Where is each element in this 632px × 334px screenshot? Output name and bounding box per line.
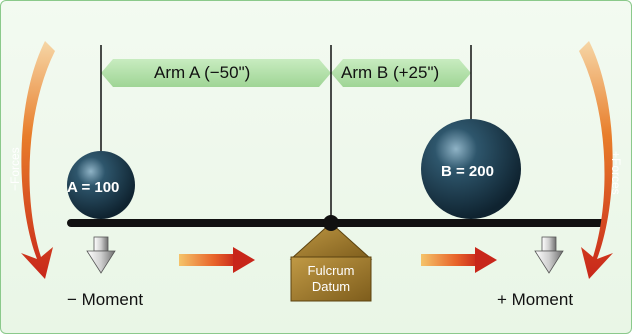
weight-a-sphere <box>67 151 135 219</box>
positive-forces-label: +Forces <box>609 151 623 195</box>
down-arrow-icon-right <box>534 236 564 274</box>
arm-a-label: Arm A (−50") <box>154 63 251 82</box>
fulcrum-label: Fulcrum Datum <box>291 263 371 295</box>
arm-a-band <box>101 59 331 87</box>
fulcrum-base <box>290 256 372 302</box>
arm-b-label: Arm B (+25") <box>341 63 440 82</box>
right-arrow-icon-right <box>421 247 497 273</box>
weight-b-label: B = 200 <box>441 163 494 180</box>
right-arrow-icon-left <box>179 247 255 273</box>
fulcrum-label-line2: Datum <box>311 279 351 294</box>
positive-moment-label: + Moment <box>497 290 574 309</box>
fulcrum-label-line1: Fulcrum <box>307 263 355 278</box>
positive-forces-curved-arrow-icon <box>579 41 613 279</box>
weight-a-label: A = 100 <box>67 179 120 196</box>
fulcrum-pivot <box>323 215 339 231</box>
negative-forces-curved-arrow-icon <box>21 41 55 279</box>
arm-b-band <box>331 59 471 87</box>
down-arrow-icon-left <box>86 236 116 274</box>
negative-forces-label: −Forces <box>8 147 22 191</box>
weight-b-sphere <box>421 119 521 219</box>
negative-moment-label: − Moment <box>67 290 144 309</box>
